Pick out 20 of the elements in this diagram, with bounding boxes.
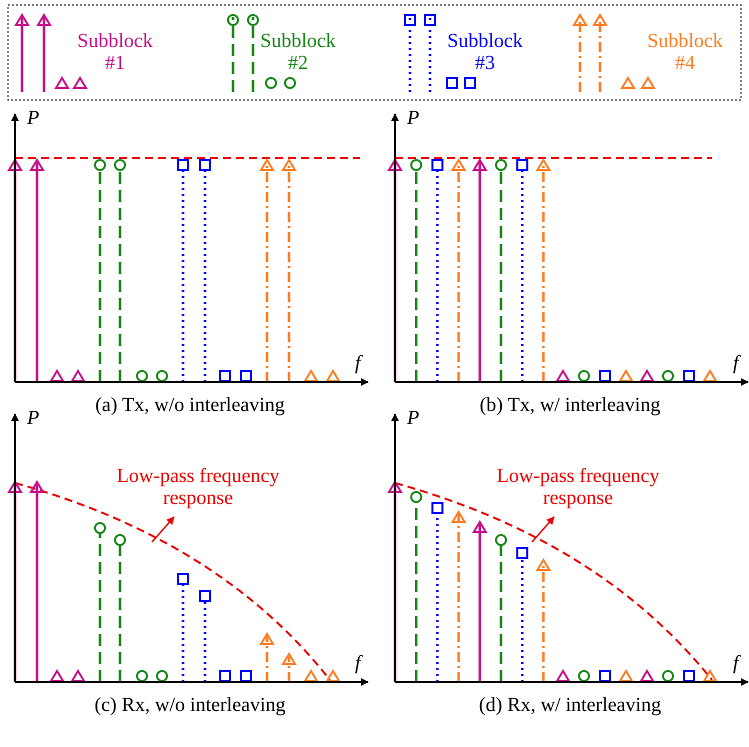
legend-text: Subblock #3 (446, 30, 524, 74)
legend-text: Subblock #4 (646, 30, 724, 74)
axis-label: P (407, 407, 420, 429)
callout-text: Low-pass frequency response (468, 465, 688, 509)
axis-label: f (355, 352, 361, 374)
axis-label: P (27, 107, 40, 129)
legend-text: Subblock #2 (259, 30, 337, 74)
leader-arrow (151, 516, 175, 542)
callout-text: Low-pass frequency response (88, 465, 308, 509)
panel-caption: (b) Tx, w/ interleaving (478, 394, 662, 416)
panel-caption: (a) Tx, w/o interleaving (94, 394, 286, 416)
axis-label: P (407, 107, 420, 129)
panel-caption: (d) Rx, w/ interleaving (478, 694, 662, 716)
axis-label: f (355, 652, 361, 674)
leader-arrow (531, 516, 555, 542)
axis-label: P (27, 407, 40, 429)
legend-text: Subblock #1 (76, 30, 154, 74)
axis-label: f (733, 652, 739, 674)
panel-caption: (c) Rx, w/o interleaving (93, 694, 287, 716)
axis-label: f (733, 352, 739, 374)
